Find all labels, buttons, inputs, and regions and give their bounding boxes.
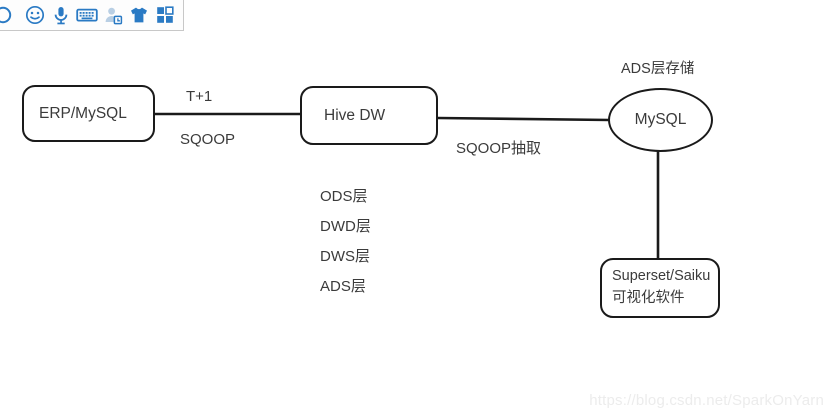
edge-label-t-plus-1: T+1: [186, 88, 213, 105]
partial-circle-icon[interactable]: [0, 4, 20, 26]
contact-person-icon[interactable]: [102, 4, 124, 26]
edge-hive-to-mysql: [437, 116, 611, 122]
node-mysql-ellipse[interactable]: MySQL: [608, 88, 713, 152]
layer-item-ads: ADS层: [320, 278, 366, 295]
node-superset-saiku-label: Superset/Saiku: [612, 268, 711, 285]
floating-toolbar: [0, 0, 184, 31]
edge-label-sqoop-extract: SQOOP抽取: [456, 140, 542, 157]
t-shirt-icon[interactable]: [128, 4, 150, 26]
node-superset-saiku[interactable]: Superset/Saiku 可视化软件: [600, 258, 720, 318]
keyboard-icon[interactable]: [76, 4, 98, 26]
node-hive-dw-label: Hive DW: [324, 106, 386, 124]
watermark: https://blog.csdn.net/SparkOnYarn: [589, 392, 824, 409]
layer-item-dws: DWS层: [320, 248, 370, 265]
edge-label-sqoop: SQOOP: [180, 131, 236, 148]
layer-item-dwd: DWD层: [320, 218, 371, 235]
node-mysql-label: MySQL: [634, 111, 687, 129]
microphone-icon[interactable]: [50, 4, 72, 26]
edge-label-ads-storage: ADS层存储: [621, 61, 695, 77]
hive-layer-list: ODS层 DWD层 DWS层 ADS层: [320, 185, 371, 296]
node-hive-dw[interactable]: Hive DW: [300, 86, 438, 145]
node-erp-mysql-label: ERP/MySQL: [39, 104, 127, 122]
node-erp-mysql[interactable]: ERP/MySQL: [22, 85, 155, 142]
smiley-face-icon[interactable]: [24, 4, 46, 26]
layer-item-ods: ODS层: [320, 188, 368, 205]
diagram-canvas: ERP/MySQL Hive DW MySQL Superset/Saiku 可…: [0, 31, 832, 417]
apps-grid-icon[interactable]: [154, 4, 176, 26]
node-superset-subtitle-label: 可视化软件: [612, 290, 685, 306]
